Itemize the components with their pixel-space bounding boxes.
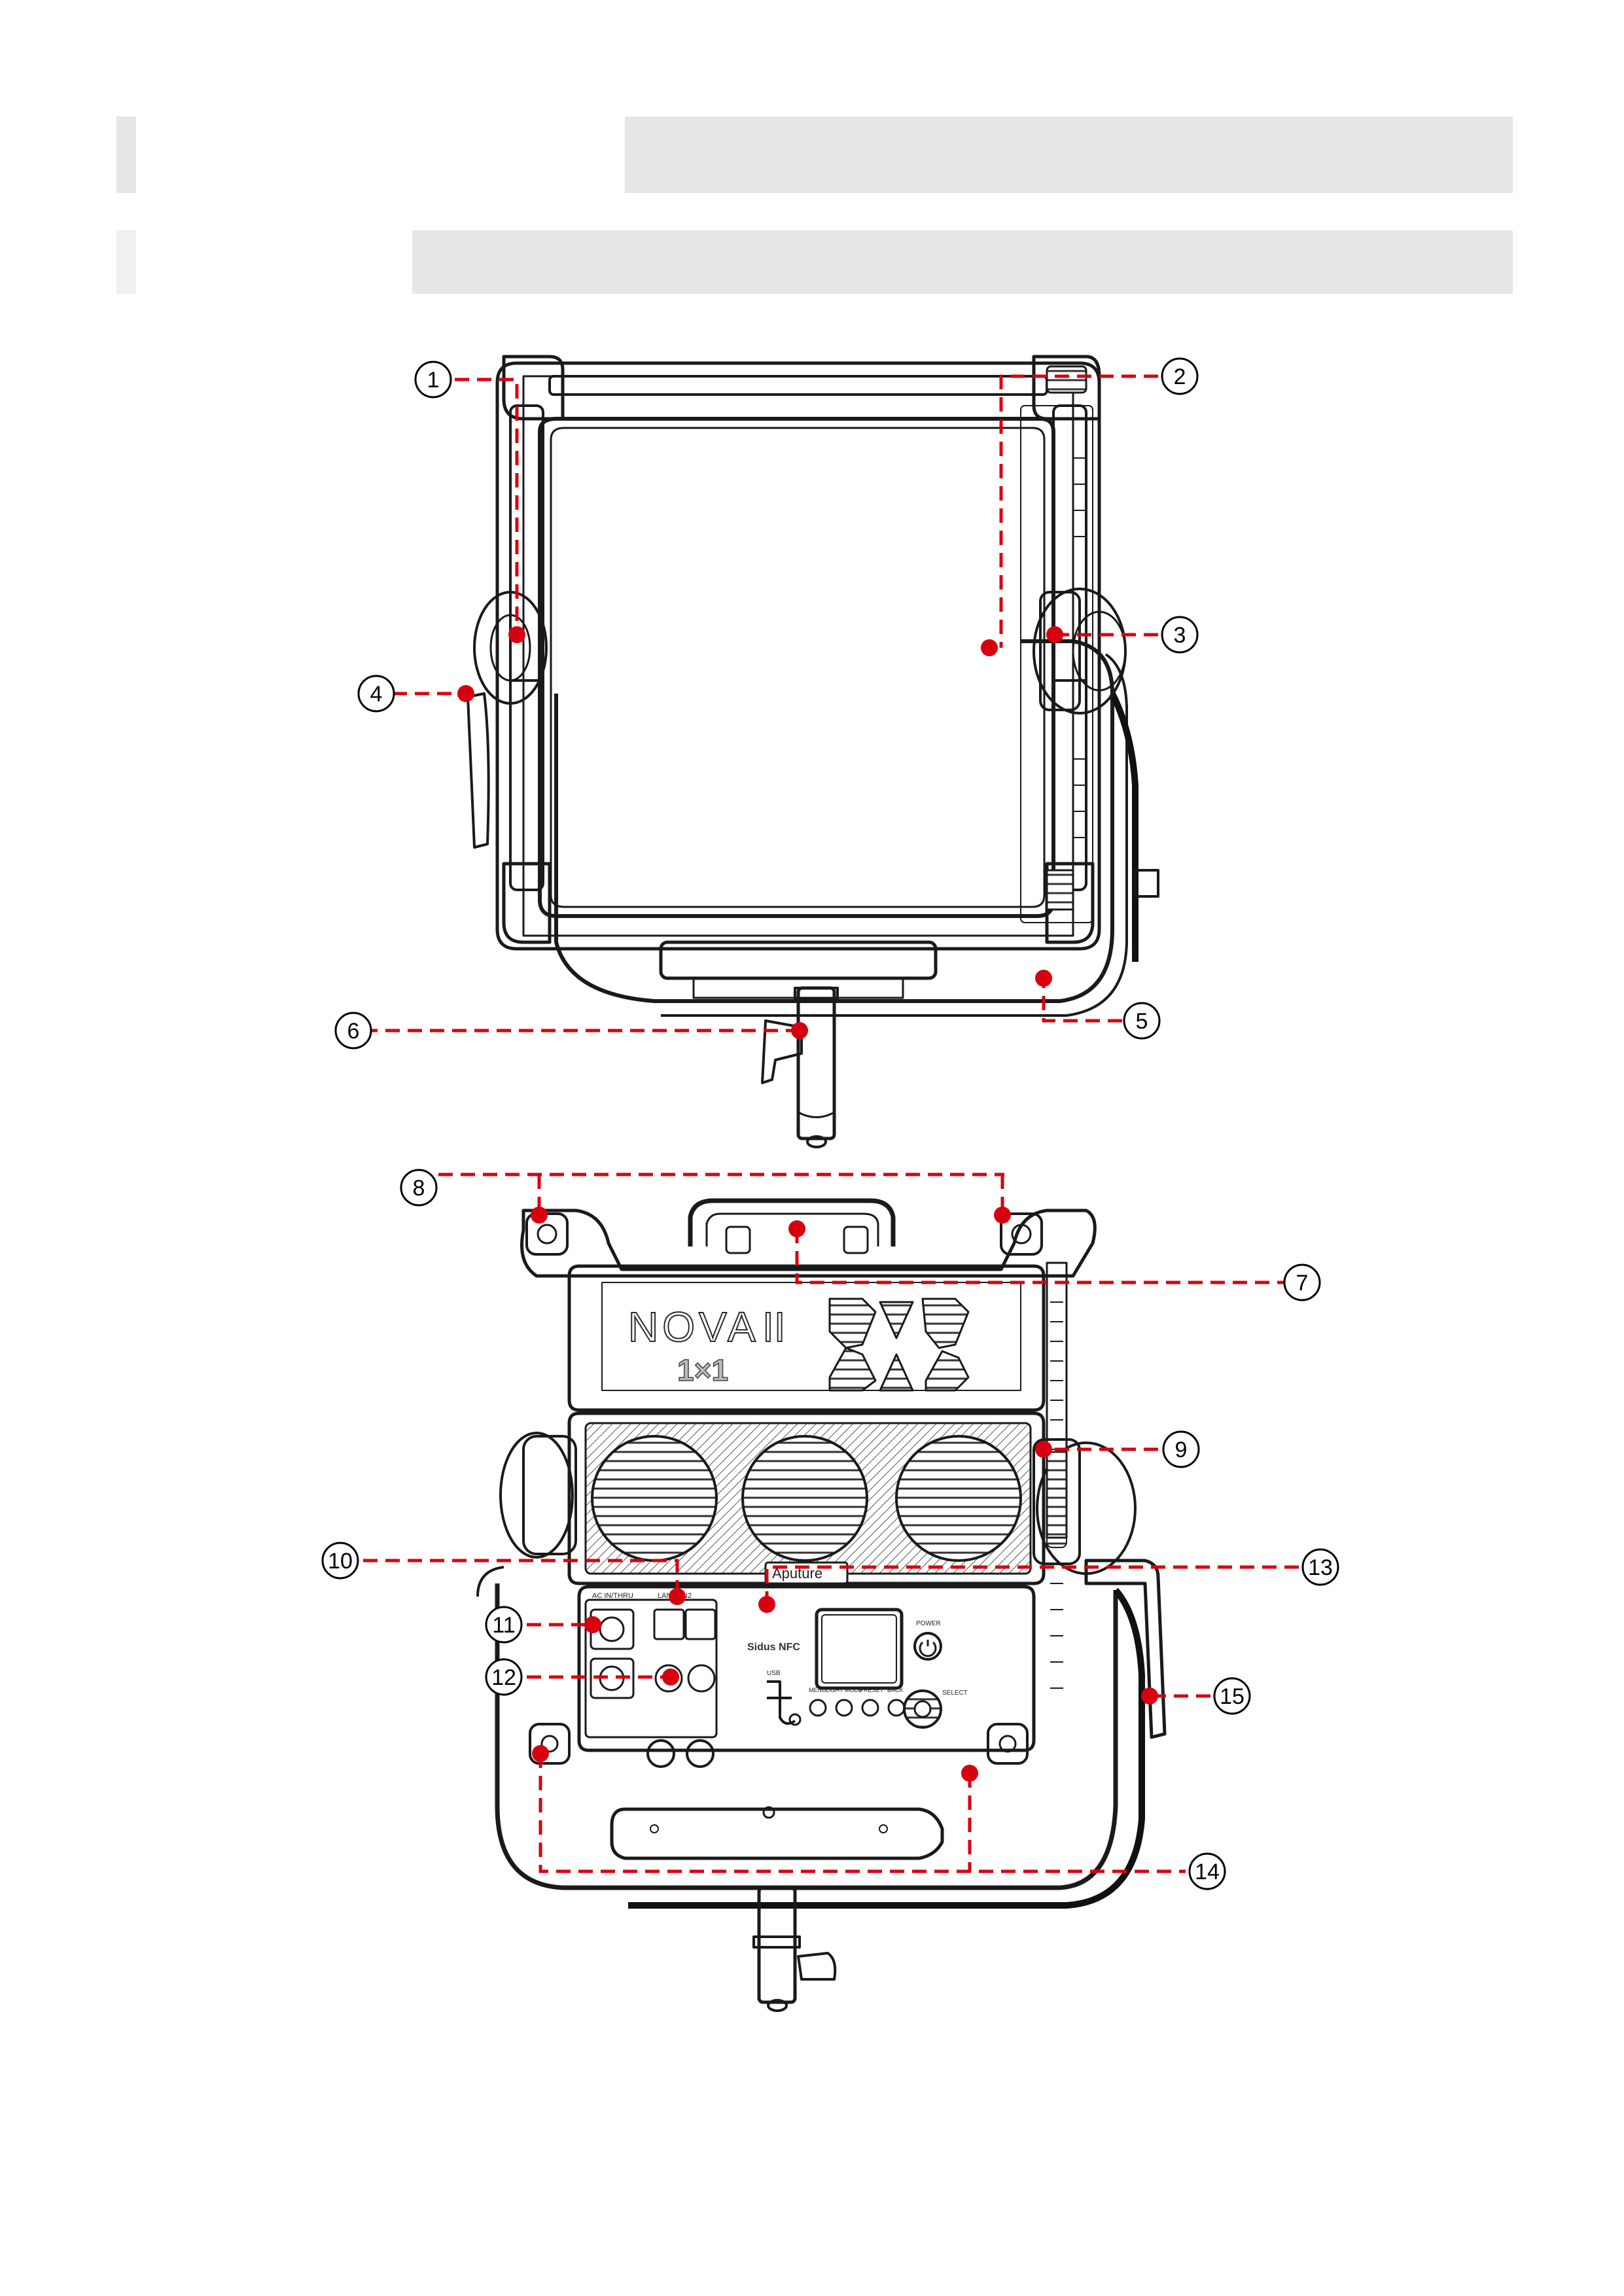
model-name: NOVA <box>628 1303 760 1351</box>
svg-text:5: 5 <box>1136 1009 1148 1034</box>
label-menu: MENU <box>809 1687 826 1693</box>
ac-thru-port <box>590 1657 635 1699</box>
control-buttons <box>809 1699 906 1717</box>
svg-text:14: 14 <box>1195 1860 1220 1884</box>
rear-view <box>476 1198 1167 2012</box>
svg-text:3: 3 <box>1174 623 1186 648</box>
subheader-band-right <box>412 230 1513 294</box>
rear-branding-panel <box>567 1264 1046 1412</box>
front-outer-frame <box>495 361 1101 951</box>
lan-port-1 <box>653 1608 685 1640</box>
dmx-port-2 <box>687 1664 716 1693</box>
label-back: BACK <box>887 1687 904 1693</box>
rear-control-panel <box>577 1585 1036 1752</box>
label-power: POWER <box>916 1620 941 1627</box>
rear-lcd-screen <box>815 1608 904 1690</box>
callout-badge-6: 6 <box>334 1012 372 1050</box>
svg-text:1: 1 <box>427 368 440 393</box>
header-band-right <box>625 116 1513 193</box>
front-left-lever <box>467 692 490 849</box>
front-view <box>467 355 1159 1148</box>
label-ac-in-thru: AC IN/THRU <box>592 1592 633 1600</box>
label-nfc: Sidus NFC <box>747 1642 800 1653</box>
svg-text:8: 8 <box>413 1176 425 1201</box>
svg-text:7: 7 <box>1296 1271 1309 1296</box>
callout-badge-12: 12 <box>485 1658 523 1696</box>
power-button <box>913 1632 942 1661</box>
svg-text:12: 12 <box>491 1665 516 1690</box>
rear-carry-handle <box>688 1198 896 1246</box>
callout-leaders <box>363 374 1299 1873</box>
front-yoke <box>554 639 1114 1003</box>
svg-text:15: 15 <box>1220 1684 1244 1709</box>
callout-points <box>457 626 1158 1782</box>
front-diffuser <box>538 417 1055 918</box>
callout-badge-10: 10 <box>321 1542 359 1580</box>
svg-text:6: 6 <box>347 1019 360 1044</box>
dmx-port-1 <box>654 1664 683 1693</box>
rear-spigot <box>757 1886 797 2004</box>
callout-badge-2: 2 <box>1161 357 1199 395</box>
rear-right-lever <box>1084 1559 1167 1739</box>
callout-badge-14: 14 <box>1188 1852 1226 1890</box>
rear-fan-panel <box>567 1411 1046 1585</box>
rear-yoke <box>495 1583 1118 1890</box>
label-select: SELECT <box>942 1689 968 1697</box>
subheader-band-left <box>116 230 136 294</box>
svg-text:13: 13 <box>1308 1555 1333 1580</box>
svg-text:10: 10 <box>328 1549 353 1574</box>
model-size: 1×1 <box>677 1353 728 1387</box>
lan-port-2 <box>684 1608 716 1640</box>
triangle-button-cluster <box>828 1298 970 1392</box>
callout-badge-5: 5 <box>1123 1002 1161 1040</box>
callout-badge-8: 8 <box>400 1169 438 1207</box>
callout-badge-15: 15 <box>1213 1677 1251 1715</box>
label-light-mode: LIGHT MODE <box>826 1687 862 1693</box>
usb-port-icon <box>767 1680 796 1725</box>
svg-text:4: 4 <box>370 682 383 707</box>
callout-badge-11: 11 <box>485 1606 523 1644</box>
header-band-left <box>116 116 136 193</box>
callout-badge-4: 4 <box>357 675 395 713</box>
callout-badge-1: 1 <box>414 361 452 398</box>
label-preset: PRESET <box>860 1687 884 1693</box>
label-usb: USB <box>767 1670 781 1677</box>
model-suffix: II <box>762 1303 786 1351</box>
front-spigot <box>796 986 836 1140</box>
callout-badge-7: 7 <box>1283 1263 1321 1301</box>
callout-badge-9: 9 <box>1162 1430 1200 1468</box>
fan-grills <box>591 1435 1022 1562</box>
callout-badge-3: 3 <box>1161 616 1199 654</box>
callout-badge-13: 13 <box>1301 1548 1339 1586</box>
svg-text:9: 9 <box>1175 1438 1188 1462</box>
svg-text:2: 2 <box>1174 364 1186 389</box>
svg-text:11: 11 <box>492 1613 515 1638</box>
